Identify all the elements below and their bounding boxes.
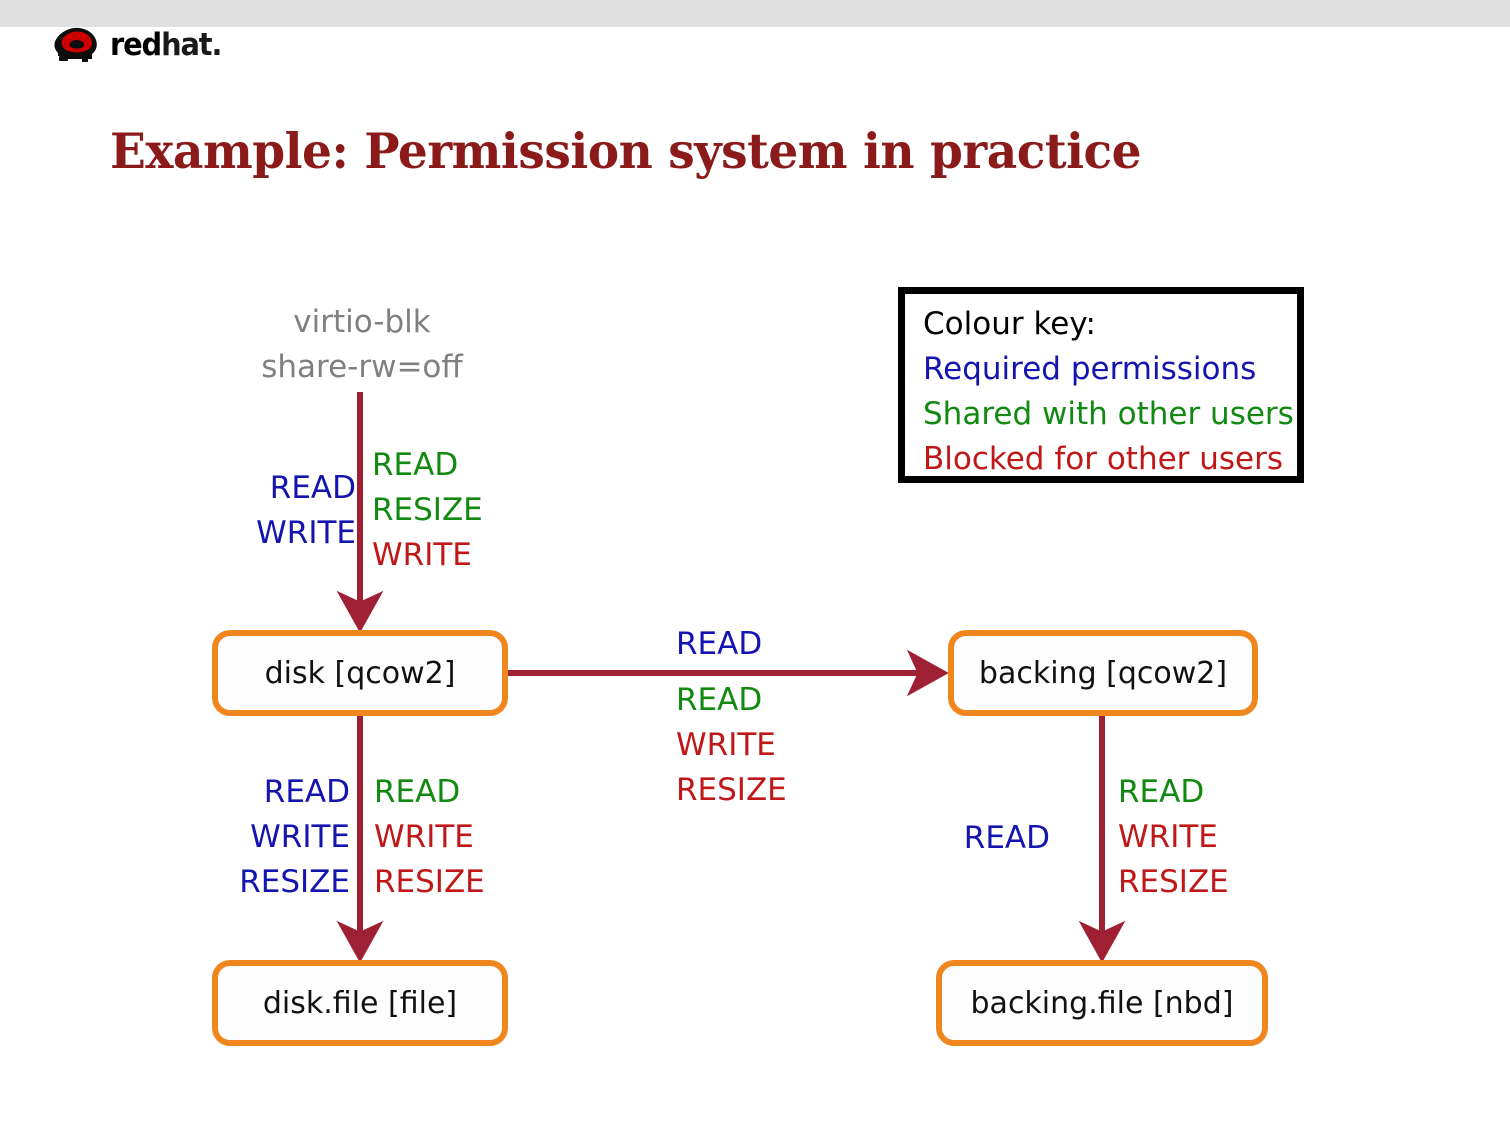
perm-write: WRITE (1118, 819, 1218, 855)
edge-label-diskfile-shared-blocked: READ WRITE RESIZE (374, 770, 485, 905)
perm-resize: RESIZE (372, 492, 483, 528)
node-disk-file[interactable]: disk.file [file] (212, 960, 508, 1046)
colour-key-required: Required permissions (923, 351, 1257, 387)
perm-write: WRITE (250, 819, 350, 855)
perm-write: WRITE (374, 819, 474, 855)
wordmark-hat: hat. (161, 26, 222, 63)
perm-write: WRITE (256, 515, 356, 551)
perm-read: READ (963, 820, 1050, 856)
redhat-logo: redhat. (48, 22, 248, 68)
perm-write: WRITE (372, 537, 472, 573)
perm-resize: RESIZE (374, 864, 485, 900)
perm-read: READ (372, 447, 459, 483)
edge-label-backingfile-shared-blocked: READ WRITE RESIZE (1118, 770, 1229, 905)
wordmark-red: red (110, 26, 162, 63)
perm-read: READ (1118, 774, 1205, 810)
source-annotation-line2: share-rw=off (261, 349, 463, 385)
perm-read: READ (676, 626, 763, 662)
edge-label-virtio-required: READ WRITE (178, 466, 356, 556)
source-annotation-line1: virtio-blk (293, 304, 431, 340)
edge-label-backing-required: READ (676, 622, 762, 667)
colour-key-box: Colour key: Required permissions Shared … (898, 287, 1304, 483)
perm-write: WRITE (676, 727, 776, 763)
edge-label-backing-shared-blocked: READ WRITE RESIZE (676, 678, 787, 813)
edge-label-diskfile-required: READ WRITE RESIZE (150, 770, 350, 905)
colour-key-heading: Colour key: (923, 306, 1096, 342)
node-backing-file[interactable]: backing.file [nbd] (936, 960, 1268, 1046)
perm-resize: RESIZE (239, 864, 350, 900)
node-disk[interactable]: disk [qcow2] (212, 630, 508, 716)
redhat-wordmark: redhat. (110, 26, 222, 63)
redhat-shadowman-icon (54, 27, 97, 62)
source-annotation: virtio-blk share-rw=off (232, 300, 492, 390)
perm-read: READ (269, 470, 356, 506)
page-title: Example: Permission system in practice (110, 122, 1142, 180)
edge-label-backingfile-required: READ (890, 816, 1050, 861)
perm-resize: RESIZE (1118, 864, 1229, 900)
perm-read: READ (374, 774, 461, 810)
perm-read: READ (676, 682, 763, 718)
top-bar (0, 0, 1510, 27)
colour-key-shared: Shared with other users (923, 396, 1294, 432)
perm-resize: RESIZE (676, 772, 787, 808)
perm-read: READ (263, 774, 350, 810)
edge-label-virtio-shared-blocked: READ RESIZE WRITE (372, 443, 483, 578)
node-backing[interactable]: backing [qcow2] (948, 630, 1258, 716)
colour-key-blocked: Blocked for other users (923, 441, 1284, 477)
